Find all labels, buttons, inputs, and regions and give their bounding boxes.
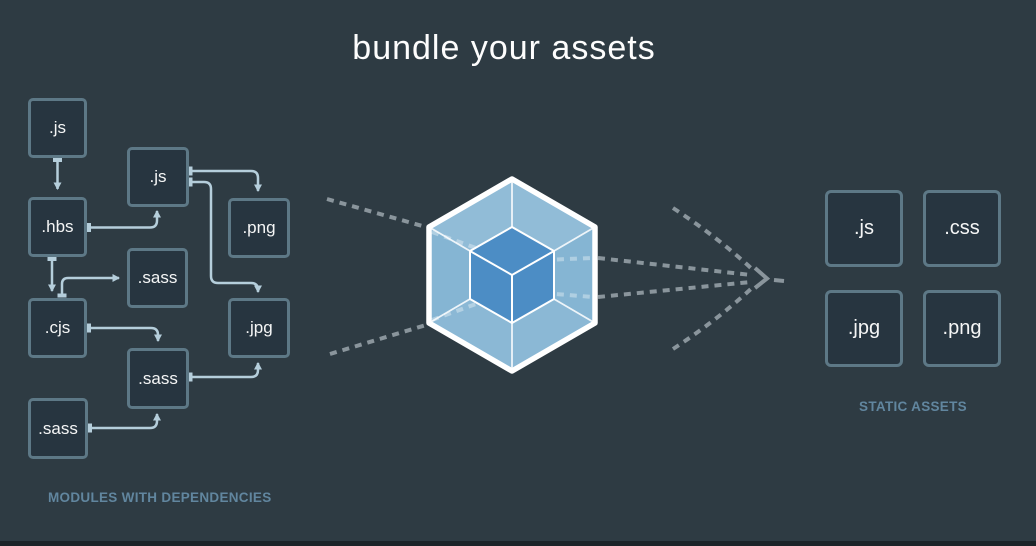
static-assets-caption: STATIC ASSETS [859, 399, 967, 414]
module-box-sass-top: .sass [127, 248, 188, 308]
asset-box-label: .js [854, 217, 874, 239]
flow-arrowhead-icon [753, 266, 771, 290]
module-box-label: .sass [138, 368, 178, 388]
arrow-start-ticks [47, 158, 193, 433]
module-box-js-top: .js [28, 98, 87, 158]
asset-box-label: .png [942, 317, 982, 339]
asset-box-js: .js [825, 190, 903, 267]
module-box-label: .sass [137, 268, 178, 287]
module-box-hbs: .hbs [28, 197, 87, 257]
cube-outer-outline [426, 176, 598, 374]
modules-caption: MODULES WITH DEPENDENCIES [48, 490, 272, 505]
dependency-arrows [47, 158, 262, 433]
module-box-label: .jpg [245, 318, 273, 337]
module-box-sass-mid: .sass [127, 348, 189, 409]
module-box-cjs: .cjs [28, 298, 87, 358]
module-box-label: .sass [38, 418, 78, 438]
module-box-label: .js [149, 167, 167, 186]
module-box-label: .cjs [44, 318, 71, 337]
asset-box-label: .css [944, 217, 980, 239]
module-box-jpg: .jpg [228, 298, 290, 358]
asset-box-css: .css [923, 190, 1001, 267]
cube-connector-edges [428, 179, 596, 371]
module-box-js-mid: .js [127, 147, 189, 207]
webpack-cube-icon [426, 176, 598, 374]
asset-box-label: .jpg [847, 317, 881, 339]
dashed-flow-right [597, 206, 785, 351]
module-box-label: .png [242, 218, 276, 237]
dashed-flow-left [326, 197, 427, 356]
page-title: bundle your assets [352, 29, 656, 67]
module-box-sass-bottom: .sass [28, 398, 88, 459]
module-box-png: .png [228, 198, 290, 258]
asset-box-png: .png [923, 290, 1001, 367]
cube-inner [469, 226, 555, 324]
module-box-label: .hbs [41, 217, 74, 236]
window-bottom-edge [0, 541, 1036, 546]
module-box-label: .js [49, 118, 66, 137]
asset-box-jpg: .jpg [825, 290, 903, 367]
